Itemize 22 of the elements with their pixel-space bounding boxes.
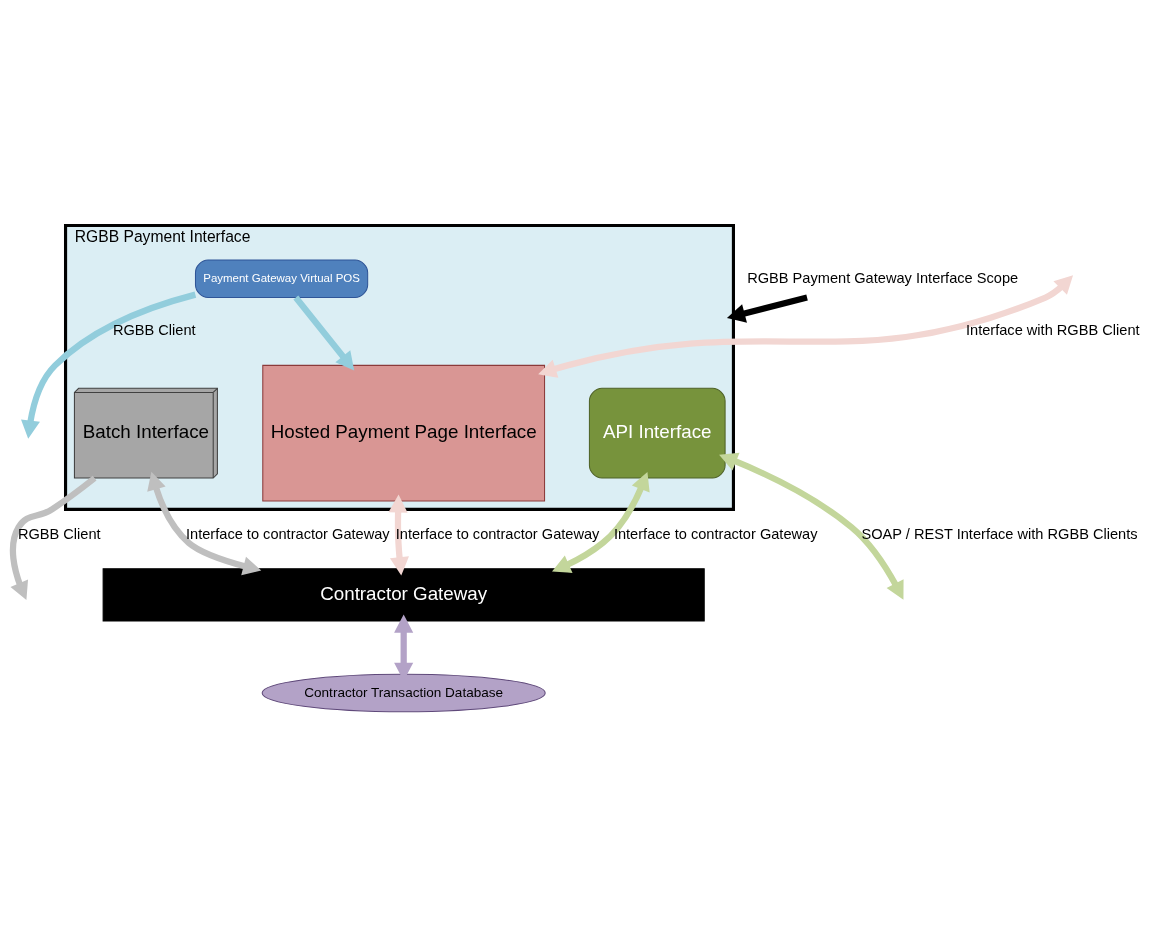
node-box: Contractor Gateway bbox=[102, 567, 705, 622]
node-box: Payment Gateway Virtual POS bbox=[194, 258, 369, 298]
edge-label: Interface to contractor Gateway bbox=[186, 525, 390, 542]
node-box: API Interface bbox=[588, 387, 726, 479]
arrow bbox=[726, 294, 808, 323]
node-text: RGBB Payment Gateway Interface Scope bbox=[747, 269, 1019, 286]
edge-label: SOAP / REST Interface with RGBB Clients bbox=[861, 525, 1138, 542]
node-box: Hosted Payment Page Interface bbox=[262, 364, 546, 502]
node-ellipse: Contractor Transaction Database bbox=[261, 673, 546, 712]
arrow bbox=[552, 471, 650, 573]
arrow bbox=[293, 295, 355, 370]
arrow bbox=[21, 291, 197, 439]
edge-label: RGBB Client bbox=[112, 321, 196, 338]
arrow bbox=[719, 452, 904, 600]
edge-label: RGBB Client bbox=[17, 525, 101, 542]
arrow bbox=[538, 274, 1074, 378]
edge-label: Interface with RGBB Client bbox=[965, 321, 1140, 338]
arrow bbox=[9, 475, 97, 600]
arrow bbox=[147, 471, 262, 575]
edge-label: Interface to contractor Gateway bbox=[395, 525, 600, 542]
arrow bbox=[388, 493, 409, 575]
edge-label: Interface to contractor Gateway bbox=[613, 525, 818, 542]
